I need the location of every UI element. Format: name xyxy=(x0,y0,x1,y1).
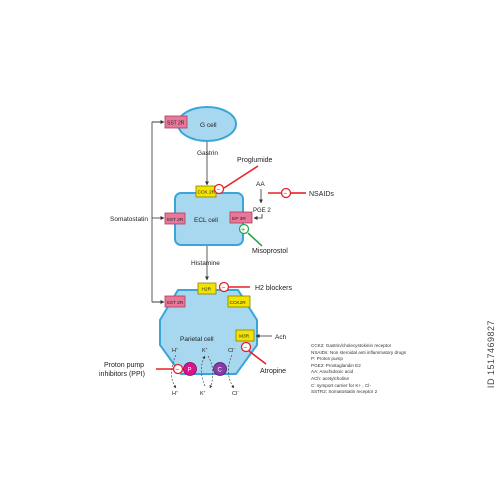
ion-h-inside: H+ xyxy=(172,347,178,354)
ion-cl-inside: Cl− xyxy=(228,347,235,354)
ppi-inhibit-icon xyxy=(172,363,184,375)
ppi-minus: − xyxy=(175,367,179,374)
legend-item: PGE2: Prostaglandin E2 xyxy=(311,362,361,368)
abbreviations-legend: CCK2: Gastrin/cholecystokinin receptor N… xyxy=(311,343,406,396)
atropine-minus: − xyxy=(243,345,247,352)
misoprostol-line xyxy=(247,232,263,247)
k-in-dashed-arrow xyxy=(200,355,206,387)
g-cell-label: G cell xyxy=(200,122,217,129)
m3r-receptor xyxy=(235,329,255,342)
legend-item: AA: Arachidonic acid xyxy=(311,369,354,375)
somatostatin-bracket xyxy=(151,121,163,303)
misoprostol-label: Misoprostol xyxy=(252,248,288,255)
ppi-label-line2: inhibitors (PPI) xyxy=(99,371,145,378)
gastrin-label: Gastrin xyxy=(197,150,218,157)
cck2r-parietal-receptor xyxy=(227,295,251,308)
proton-pump-label: P xyxy=(188,368,192,374)
h2-blockers-inhibit-icon xyxy=(218,281,230,293)
legend-item: P: Proton pump xyxy=(311,356,343,362)
h2-blockers-label: H2 blockers xyxy=(255,285,292,292)
bottom-bar xyxy=(0,470,500,500)
proton-pump xyxy=(183,362,197,376)
atropine-line xyxy=(248,350,267,365)
proglumide-inhibit-icon xyxy=(213,183,225,195)
symport-carrier xyxy=(213,362,227,376)
h2r-receptor xyxy=(197,282,217,295)
proglumide-minus: − xyxy=(216,187,220,194)
nsaids-inhibit-icon xyxy=(280,187,292,199)
legend-item: CCK2: Gastrin/cholecystokinin receptor xyxy=(311,343,392,348)
ep3r-label: EP 3R xyxy=(232,216,246,222)
cck2r-parietal-label: CCK2R xyxy=(230,300,247,306)
nsaids-label: NSAIDs xyxy=(309,191,334,198)
sst2r-g-label: SST 2R xyxy=(167,121,185,127)
somatostatin-label: Somatostatin xyxy=(110,216,148,223)
ion-h-outside: H+ xyxy=(172,390,178,397)
misoprostol-stimulate-icon xyxy=(238,223,250,235)
proglumide-label: Proglumide xyxy=(237,157,273,164)
atropine-label: Atropine xyxy=(260,368,286,375)
m3r-label: M3R xyxy=(239,334,250,340)
h-out-dashed-arrow xyxy=(171,354,177,389)
h2r-label: H2R xyxy=(202,287,212,293)
atropine-inhibit-icon xyxy=(240,341,252,353)
pge2-to-ep3r-arrow xyxy=(253,214,263,220)
legend-item: ACh: acetylcholine xyxy=(311,375,350,381)
aa-label: AA xyxy=(256,181,265,188)
cl-out-dashed-arrow xyxy=(228,354,235,389)
ppi-label-line1: Proton pump xyxy=(104,362,144,369)
legend-item: NSAIDs: Non steroidal anti inflammatory … xyxy=(311,349,406,355)
ion-cl-outside: Cl− xyxy=(232,390,239,397)
pge2-label: PGE 2 xyxy=(253,208,271,214)
ion-k-outside: K+ xyxy=(200,390,206,397)
cck2r-ecl-label: CCK 2R xyxy=(198,190,216,196)
nsaids-minus: − xyxy=(283,191,287,198)
stock-id-text: ID 1517469827 xyxy=(486,320,496,389)
sst2r-parietal-receptor xyxy=(164,295,186,308)
ecl-cell-label: ECL cell xyxy=(194,217,219,224)
sst2r-g-receptor xyxy=(164,115,188,129)
ep3r-receptor xyxy=(229,211,253,224)
proglumide-line xyxy=(223,165,259,189)
h2-blockers-minus: − xyxy=(221,285,225,292)
ion-k-inside: K+ xyxy=(202,347,208,354)
legend-item: SSTR2: Somatostatin receptor 2 xyxy=(311,389,378,395)
sst2r-ecl-receptor xyxy=(164,212,186,225)
histamine-label: Histamine xyxy=(191,260,220,267)
legend-item: C: symport carrier for K+ , Cl- xyxy=(311,382,371,388)
sst2r-ecl-label: SST 2R xyxy=(167,217,184,223)
sst2r-parietal-label: SST 2R xyxy=(167,300,184,306)
ach-label: Ach xyxy=(275,334,287,341)
parietal-cell-label: Parietal cell xyxy=(180,336,214,343)
symport-carrier-label: C xyxy=(218,368,223,374)
misoprostol-plus: + xyxy=(241,225,246,234)
